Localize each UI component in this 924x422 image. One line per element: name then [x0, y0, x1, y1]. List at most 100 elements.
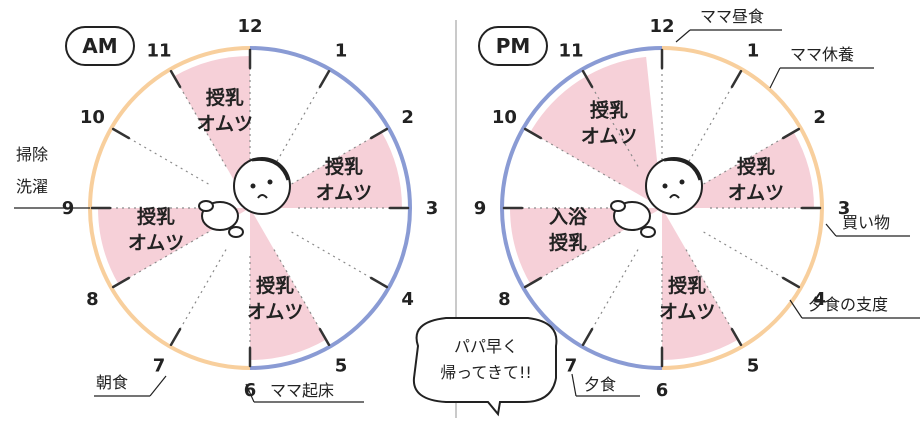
- annotation-leader: [149, 375, 167, 397]
- hour-tick: [369, 127, 389, 140]
- annotation-text: ママ休養: [790, 45, 854, 64]
- wedge-label: オムツ: [247, 301, 303, 323]
- spoke-line: [591, 249, 639, 330]
- hour-label: 8: [86, 289, 99, 310]
- hour-tick: [781, 127, 801, 140]
- hour-label: 5: [335, 356, 348, 377]
- speech-bubble-text: パパ早く: [454, 337, 518, 356]
- hour-label: 3: [426, 198, 439, 219]
- wedge-label: 授乳: [206, 86, 244, 109]
- wedge-label: 授乳: [256, 274, 294, 297]
- schedule-wedge: [530, 56, 662, 208]
- hour-tick: [111, 276, 131, 289]
- annotation-text: ママ起床: [270, 381, 334, 400]
- hour-label: 5: [747, 356, 760, 377]
- wedge-label: オムツ: [197, 113, 253, 135]
- wedge-label: オムツ: [316, 182, 372, 204]
- wedge-label: オムツ: [581, 125, 637, 147]
- bezel-arc-orange: [661, 46, 824, 370]
- baby-illustration: [610, 157, 703, 238]
- hour-label: 4: [401, 289, 414, 310]
- wedge-label: 授乳: [549, 231, 587, 254]
- annotation-text: 朝食: [96, 373, 128, 392]
- hour-tick: [781, 276, 801, 289]
- annotation-leader: [769, 67, 781, 89]
- baby-eye: [679, 179, 685, 185]
- baby-mouth: [669, 194, 680, 199]
- hour-label: 12: [237, 16, 262, 37]
- wedge-label: 授乳: [590, 98, 628, 121]
- baby-hair: [251, 157, 290, 181]
- spoke-line: [703, 231, 784, 279]
- spoke-line: [179, 249, 227, 330]
- annotation-leader: [675, 29, 691, 43]
- annotation-text: ママ昼食: [700, 7, 764, 26]
- spoke-line: [291, 231, 372, 279]
- hour-label: 4: [813, 289, 826, 310]
- hour-label: 2: [401, 107, 414, 128]
- hour-tick: [523, 276, 543, 289]
- period-badge-label: AM: [82, 34, 117, 58]
- hour-tick: [169, 327, 182, 347]
- baby-hand: [610, 200, 626, 212]
- annotation-text: 洗濯: [16, 177, 48, 196]
- annotation-text: 夕食: [584, 375, 616, 394]
- hour-label: 1: [747, 40, 760, 61]
- wedge-label: オムツ: [128, 232, 184, 254]
- hour-label: 3: [838, 198, 851, 219]
- speech-bubble-shape: [412, 317, 558, 417]
- hour-tick: [523, 127, 543, 140]
- baby-foot: [640, 226, 656, 238]
- baby-eye: [250, 183, 256, 189]
- baby-illustration: [198, 157, 291, 238]
- schedule-wedge: [250, 208, 326, 360]
- annotations: 掃除洗濯朝食ママ起床ママ昼食ママ休養買い物夕食の支度夕食パパ早く帰ってきて!!: [14, 7, 920, 417]
- hour-tick: [369, 276, 389, 289]
- hour-label: 6: [656, 380, 669, 401]
- baby-foot: [228, 226, 244, 238]
- hour-label: 7: [153, 356, 166, 377]
- annotation-text: 夕食の支度: [808, 295, 888, 314]
- wedge-label: オムツ: [728, 182, 784, 204]
- schedule-wedge: [174, 56, 250, 208]
- bezel-arc-blue: [249, 46, 412, 370]
- hour-label: 10: [492, 107, 517, 128]
- annotation-text: 買い物: [842, 213, 890, 232]
- hour-label: 1: [335, 40, 348, 61]
- baby-eye: [267, 179, 273, 185]
- annotation-leader: [245, 383, 255, 403]
- hour-label: 6: [244, 380, 257, 401]
- hour-tick: [730, 327, 743, 347]
- hour-tick: [111, 127, 131, 140]
- hour-label: 7: [565, 356, 578, 377]
- hour-tick: [581, 327, 594, 347]
- wedge-label: 授乳: [737, 155, 775, 178]
- hour-tick: [169, 69, 182, 89]
- speech-bubble-text: 帰ってきて!!: [440, 363, 532, 382]
- hour-tick: [581, 69, 594, 89]
- hour-label: 9: [474, 198, 487, 219]
- baby-mouth: [257, 194, 268, 199]
- annotation-leader: [825, 223, 837, 237]
- period-badge: [478, 26, 548, 66]
- baby-eye: [662, 183, 668, 189]
- baby-hair: [663, 157, 702, 181]
- hour-label: 10: [80, 107, 105, 128]
- wedge-label: 授乳: [137, 205, 175, 228]
- period-badge: [65, 26, 135, 66]
- hour-tick: [318, 69, 331, 89]
- hour-label: 2: [813, 107, 826, 128]
- spoke-line: [685, 86, 733, 167]
- spoke-line: [273, 86, 321, 167]
- wedge-label: 授乳: [668, 274, 706, 297]
- wedge-label: オムツ: [659, 301, 715, 323]
- annotation-leader: [571, 373, 577, 397]
- schedule-wedge: [662, 208, 738, 360]
- hour-tick: [730, 69, 743, 89]
- wedge-label: 入浴: [549, 206, 588, 228]
- wedge-label: 授乳: [325, 155, 363, 178]
- hour-tick: [318, 327, 331, 347]
